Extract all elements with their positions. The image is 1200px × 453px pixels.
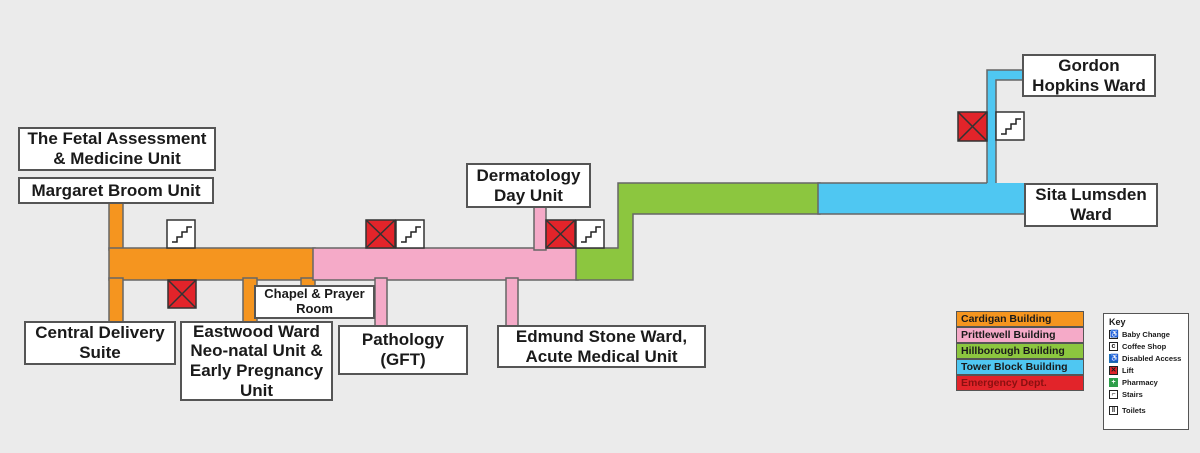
key-row-disabled-access: ♿ Disabled Access <box>1109 352 1183 364</box>
pharmacy-cross-icon: + <box>1109 377 1118 387</box>
label-edmund-stone: Edmund Stone Ward, Acute Medical Unit <box>497 325 706 368</box>
coffee-cup-icon: c <box>1109 341 1118 351</box>
key-label: Baby Change <box>1122 329 1170 339</box>
key-label: Toilets <box>1122 405 1146 415</box>
lift-icon: ✕ <box>1109 365 1118 375</box>
wheelchair-icon: ♿ <box>1109 353 1119 363</box>
label-dermatology: Dermatology Day Unit <box>466 163 591 208</box>
label-fetal-assessment: The Fetal Assessment & Medicine Unit <box>18 127 216 171</box>
key-label: Pharmacy <box>1122 377 1158 387</box>
legend-item-hillborough: Hillborough Building <box>956 343 1084 359</box>
tower-block-corridor <box>817 69 1027 215</box>
key-row-baby-change: ♿ Baby Change <box>1109 328 1183 340</box>
toilets-icon: ‖ <box>1109 405 1118 415</box>
key-row-lift: ✕ Lift <box>1109 364 1183 376</box>
key-label: Coffee Shop <box>1122 341 1167 351</box>
label-sita-lumsden: Sita Lumsden Ward <box>1024 183 1158 227</box>
key-label: Lift <box>1122 365 1134 375</box>
lift-icon <box>167 279 197 309</box>
key-row-pharmacy: + Pharmacy <box>1109 376 1183 388</box>
legend-item-prittlewell: Prittlewell Building <box>956 327 1084 343</box>
baby-change-icon: ♿ <box>1109 329 1119 339</box>
legend-item-cardigan: Cardigan Building <box>956 311 1084 327</box>
stairs-icon <box>995 111 1025 141</box>
key-label: Stairs <box>1122 389 1143 399</box>
stairs-icon: ⌐ <box>1109 389 1118 399</box>
label-central-delivery: Central Delivery Suite <box>24 321 176 365</box>
stairs-icon <box>166 219 196 249</box>
legend-item-emergency: Emergency Dept. <box>956 375 1084 391</box>
key-row-toilets: ‖ Toilets <box>1109 400 1183 420</box>
lift-icon <box>365 219 396 249</box>
label-gordon-hopkins: Gordon Hopkins Ward <box>1022 54 1156 97</box>
key-label: Disabled Access <box>1122 353 1182 363</box>
legend-item-tower-block: Tower Block Building <box>956 359 1084 375</box>
symbol-key: Key ♿ Baby Change c Coffee Shop ♿ Disabl… <box>1103 313 1189 430</box>
hillborough-corridor <box>575 182 821 281</box>
building-legend: Cardigan Building Prittlewell Building H… <box>956 311 1084 391</box>
label-margaret-broom: Margaret Broom Unit <box>18 177 214 204</box>
key-title: Key <box>1109 317 1126 327</box>
stairs-icon <box>575 219 605 249</box>
label-eastwood-ward: Eastwood Ward Neo-natal Unit & Early Pre… <box>180 321 333 401</box>
lift-icon <box>545 219 576 249</box>
key-row-coffee-shop: c Coffee Shop <box>1109 340 1183 352</box>
label-pathology: Pathology (GFT) <box>338 325 468 375</box>
stairs-icon <box>395 219 425 249</box>
label-chapel: Chapel & Prayer Room <box>254 285 375 319</box>
lift-icon <box>957 111 988 142</box>
key-row-stairs: ⌐ Stairs <box>1109 388 1183 400</box>
